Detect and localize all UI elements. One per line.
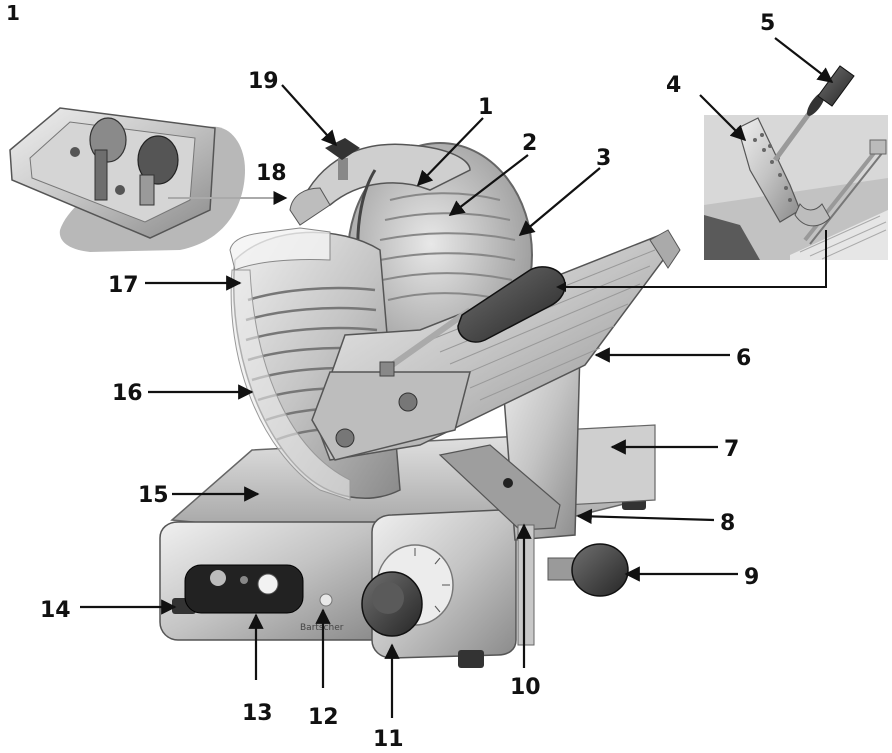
carriage-handle (457, 266, 566, 343)
guard-knob (325, 138, 360, 160)
thickness-dial (361, 544, 454, 637)
carriage-screw-1 (335, 428, 355, 448)
carriage-screw-2 (398, 392, 418, 412)
callout-arrows (80, 37, 834, 718)
control-panel (184, 564, 304, 614)
callout-10: 10 (510, 675, 541, 700)
callout-11: 11 (373, 727, 404, 752)
callout-19: 19 (248, 69, 279, 94)
figure-number: 1 (6, 1, 20, 25)
callout-5: 5 (760, 11, 775, 36)
inset-sharpener (4, 92, 248, 254)
callout-14: 14 (40, 598, 71, 623)
callout-16: 16 (112, 381, 143, 406)
carriage-tray (311, 229, 681, 461)
callout-9: 9 (744, 565, 759, 590)
on-button (210, 570, 226, 586)
indicator-light (319, 593, 333, 607)
inset-food-pusher (704, 115, 888, 260)
callout-6: 6 (736, 346, 751, 371)
callout-13: 13 (242, 701, 273, 726)
callout-3: 3 (596, 146, 611, 171)
transparent-shield (229, 227, 331, 271)
callout-labels: 1 2 3 4 5 6 7 8 9 10 11 12 13 14 15 16 1… (40, 11, 775, 752)
foot-front-right (458, 650, 484, 668)
callout-7: 7 (724, 437, 739, 462)
off-button (257, 573, 279, 595)
callout-8: 8 (720, 511, 735, 536)
callout-15: 15 (138, 483, 169, 508)
brand-logo: Bartscher (300, 623, 344, 633)
callout-4: 4 (666, 73, 681, 98)
callout-12: 12 (308, 705, 339, 730)
food-pusher-plate (737, 117, 831, 227)
callout-18: 18 (256, 161, 287, 186)
callout-17: 17 (108, 273, 139, 298)
callout-1: 1 (478, 95, 493, 120)
callout-2: 2 (522, 131, 537, 156)
lock-knob (547, 543, 629, 597)
grinding-stone-right (137, 135, 179, 185)
